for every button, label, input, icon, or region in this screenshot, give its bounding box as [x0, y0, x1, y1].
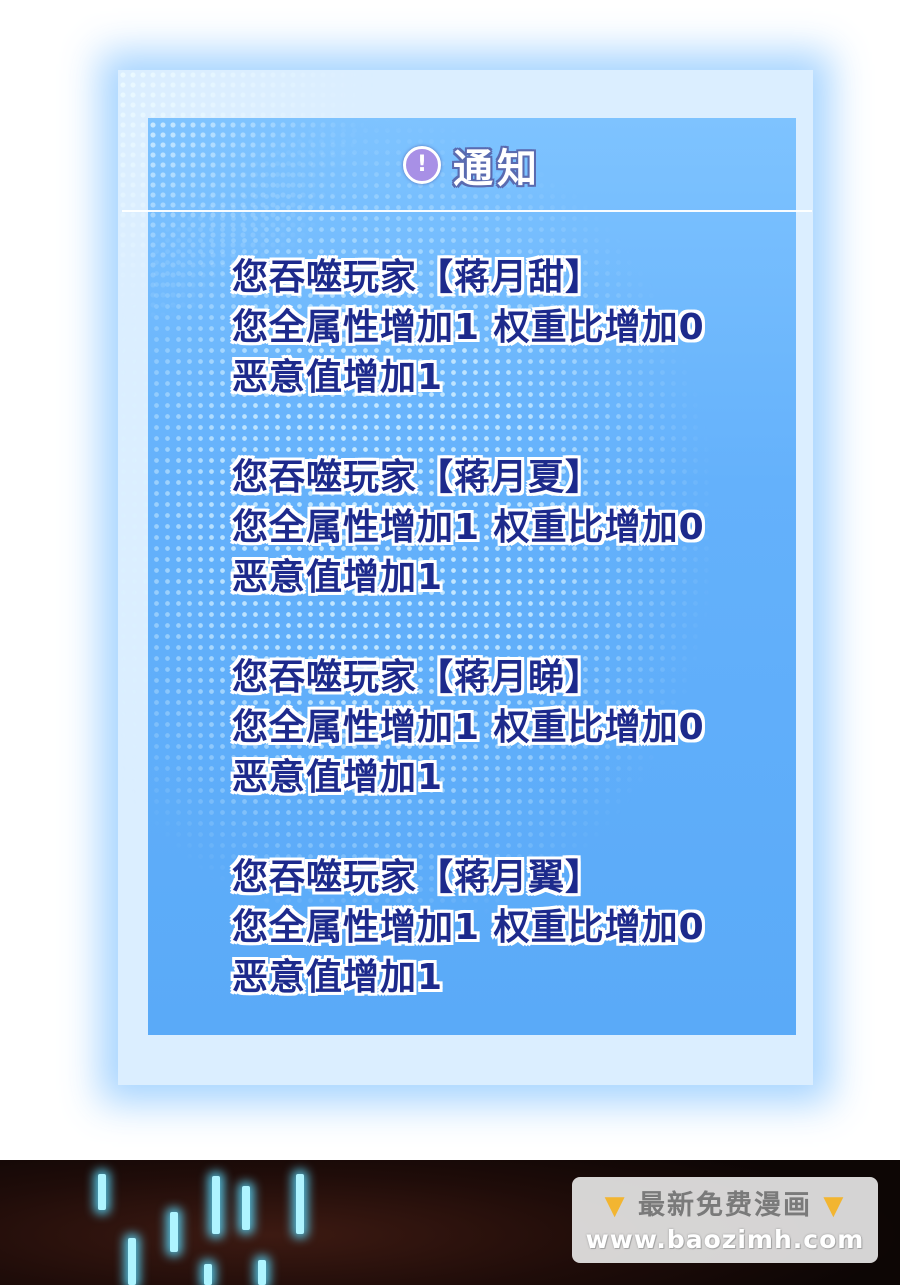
site-watermark: ▼ 最新免费漫画 ▼ www.baozimh.com: [572, 1177, 878, 1263]
glow-bar: [98, 1174, 106, 1210]
message-attribute-line: 您全属性增加1 权重比增加0: [232, 507, 705, 548]
message-attribute-line: 您全属性增加1 权重比增加0: [232, 307, 705, 348]
glow-bar: [204, 1264, 212, 1285]
watermark-top: ▼ 最新免费漫画 ▼: [572, 1183, 878, 1222]
message-block: 您吞噬玩家【蒋月甜】 您全属性增加1 权重比增加0 恶意值增加1: [232, 253, 792, 453]
pointing-down-hand-icon: ▼: [604, 1191, 627, 1221]
glow-bar: [296, 1174, 304, 1234]
alert-icon: !: [403, 145, 441, 184]
watermark-top-text: 最新免费漫画: [638, 1190, 812, 1221]
message-malice-line: 恶意值增加1: [232, 357, 444, 398]
message-devour-line: 您吞噬玩家【蒋月夏】: [232, 457, 603, 498]
message-devour-line: 您吞噬玩家【蒋月睇】: [232, 657, 603, 698]
message-block: 您吞噬玩家【蒋月睇】 您全属性增加1 权重比增加0 恶意值增加1: [232, 653, 792, 853]
halftone-corner-pattern: [118, 70, 378, 330]
message-list: 您吞噬玩家【蒋月甜】 您全属性增加1 权重比增加0 恶意值增加1 您吞噬玩家【蒋…: [232, 253, 792, 1053]
message-devour-line: 您吞噬玩家【蒋月翼】: [232, 857, 603, 898]
message-attribute-line: 您全属性增加1 权重比增加0: [232, 907, 705, 948]
glow-bar: [170, 1212, 178, 1252]
message-malice-line: 恶意值增加1: [232, 957, 444, 998]
message-block: 您吞噬玩家【蒋月翼】 您全属性增加1 权重比增加0 恶意值增加1: [232, 853, 792, 1053]
glow-bar: [242, 1186, 250, 1230]
glow-bar: [128, 1238, 136, 1285]
notice-title: 通知: [453, 144, 541, 192]
notice-header: ! 通知: [148, 118, 796, 211]
header-divider: [122, 210, 812, 212]
watermark-url: www.baozimh.com: [585, 1225, 865, 1254]
message-block: 您吞噬玩家【蒋月夏】 您全属性增加1 权重比增加0 恶意值增加1: [232, 453, 792, 653]
message-attribute-line: 您全属性增加1 权重比增加0: [232, 707, 705, 748]
message-malice-line: 恶意值增加1: [232, 557, 444, 598]
message-malice-line: 恶意值增加1: [232, 757, 444, 798]
glow-bar: [212, 1176, 220, 1234]
glow-bar: [258, 1260, 266, 1285]
pointing-down-hand-icon: ▼: [823, 1191, 846, 1221]
message-devour-line: 您吞噬玩家【蒋月甜】: [232, 257, 603, 298]
